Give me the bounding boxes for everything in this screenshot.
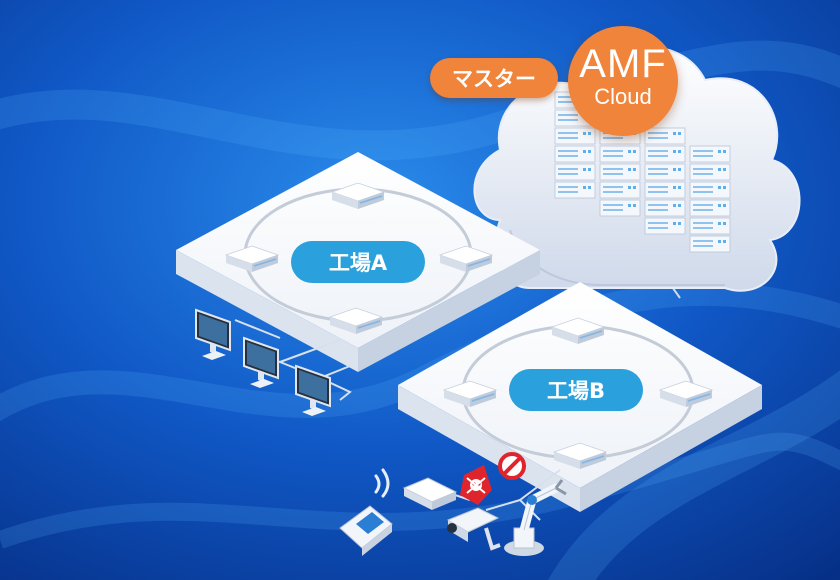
skull-threat-icon: [460, 465, 492, 505]
amf-cloud-text: Cloud: [594, 84, 652, 109]
handheld-terminal-icon: [339, 505, 393, 556]
amf-cloud-badge: AMF Cloud: [568, 26, 678, 136]
prohibited-icon: [498, 452, 526, 480]
factory-b-label: 工場B: [509, 369, 643, 411]
wifi-signal-icon: [374, 468, 390, 498]
factory-a-label: 工場A: [291, 241, 425, 283]
security-camera-icon: [446, 507, 501, 551]
robot-arm-icon: [504, 479, 567, 556]
wireless-router-icon: [402, 477, 458, 510]
amf-brand-text: AMF: [579, 42, 667, 86]
master-label: マスター: [430, 58, 558, 98]
factory-a-wiring: [234, 319, 352, 401]
